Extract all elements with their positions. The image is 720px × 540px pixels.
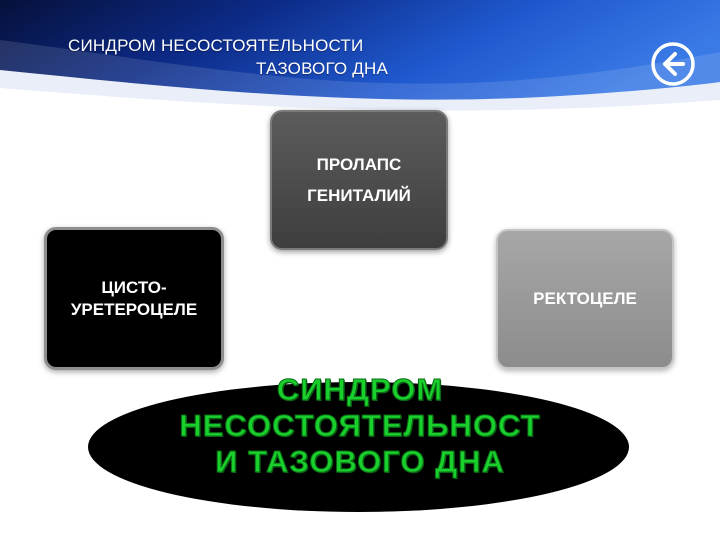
page-title-line1: СИНДРОМ НЕСОСТОЯТЕЛЬНОСТИ xyxy=(68,36,364,55)
header-background xyxy=(0,0,720,118)
box-cystourethrocele-line1: ЦИСТО- xyxy=(101,278,167,298)
center-title-line1: СИНДРОМ xyxy=(276,372,444,408)
header-banner: СИНДРОМ НЕСОСТОЯТЕЛЬНОСТИ ТАЗОВОГО ДНА xyxy=(0,0,720,118)
box-cystourethrocele-line2: УРЕТЕРОЦЕЛЕ xyxy=(70,299,198,319)
center-title-line2: НЕСОСТОЯТЕЛЬНОСТ xyxy=(179,408,541,444)
center-ellipse xyxy=(88,382,629,512)
back-button[interactable] xyxy=(649,40,697,88)
center-title-line3: И ТАЗОВОГО ДНА xyxy=(215,444,505,480)
box-prolapse-line1: ПРОЛАПС xyxy=(316,154,402,174)
page-title-line2: ТАЗОВОГО ДНА xyxy=(256,59,388,78)
arrow-left-icon xyxy=(651,42,695,86)
box-prolapse-line2: ГЕНИТАЛИЙ xyxy=(307,186,411,205)
box-prolapse: ПРОЛАПС ГЕНИТАЛИЙ xyxy=(270,110,448,250)
box-rectocele-label: РЕКТОЦЕЛЕ xyxy=(533,289,637,309)
center-title: СИНДРОМ НЕСОСТОЯТЕЛЬНОСТ И ТАЗОВОГО ДНА xyxy=(120,372,600,480)
box-rectocele: РЕКТОЦЕЛЕ xyxy=(496,229,674,369)
box-cystourethrocele: ЦИСТО- УРЕТЕРОЦЕЛЕ xyxy=(44,227,224,370)
